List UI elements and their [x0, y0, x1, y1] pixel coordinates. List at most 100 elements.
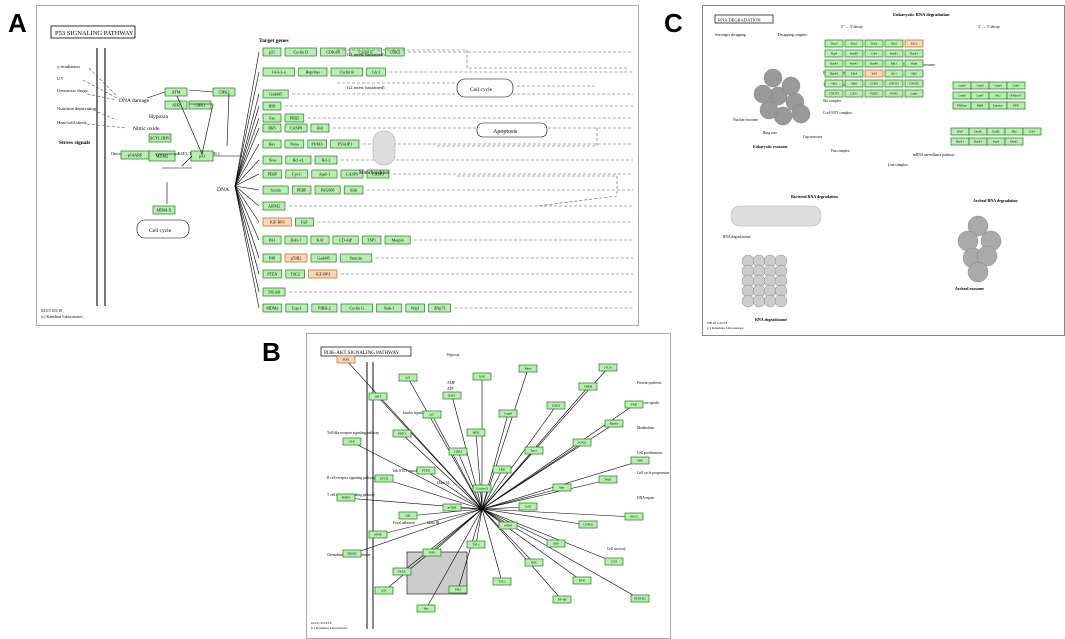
gene-box[interactable]	[285, 155, 312, 165]
gene-box[interactable]	[376, 303, 403, 313]
gene-node[interactable]: Lsm5	[1006, 81, 1026, 90]
gene-node[interactable]: Cyclin E	[349, 47, 382, 57]
gene-node[interactable]: Bax	[262, 139, 282, 149]
gene-node[interactable]: B99	[262, 101, 282, 111]
gene-box[interactable]	[405, 303, 425, 313]
gene-node[interactable]: Dcp2	[864, 39, 884, 48]
gene-node[interactable]: Rrp43	[824, 59, 844, 68]
gene-node[interactable]: Rac1	[524, 446, 544, 455]
gene-node[interactable]: PTEN	[416, 466, 436, 475]
gene-node[interactable]: Cdc2	[366, 67, 386, 77]
gene-box[interactable]	[518, 364, 538, 373]
gene-node[interactable]: Grb2	[518, 502, 538, 511]
gene-node[interactable]: Raf-1	[442, 391, 462, 400]
gene-box[interactable]	[385, 47, 405, 57]
gene-box[interactable]	[366, 169, 390, 179]
gene-box[interactable]	[884, 69, 904, 78]
gene-node[interactable]: Bid	[310, 123, 330, 133]
gene-box[interactable]	[844, 89, 864, 98]
gene-box[interactable]	[285, 169, 309, 179]
gene-box[interactable]	[398, 373, 418, 382]
gene-node[interactable]: Rrp4	[824, 49, 844, 58]
gene-box[interactable]	[262, 123, 282, 133]
gene-box[interactable]	[572, 438, 592, 447]
gene-node[interactable]: KAI	[310, 235, 330, 245]
gene-box[interactable]	[1006, 91, 1026, 100]
gene-box[interactable]	[824, 79, 844, 88]
gene-node[interactable]: ΔNp73	[428, 303, 451, 313]
gene-node[interactable]: 14-3-3-σ	[262, 67, 295, 77]
gene-box[interactable]	[330, 67, 363, 77]
gene-node[interactable]: CCND1	[578, 520, 598, 529]
gene-node[interactable]: PIP3	[422, 548, 442, 557]
gene-box[interactable]	[844, 39, 864, 48]
gene-node[interactable]: TSC2	[492, 577, 512, 586]
gene-box[interactable]	[262, 169, 283, 179]
gene-box[interactable]	[332, 235, 359, 245]
gene-box[interactable]	[148, 133, 172, 143]
gene-node[interactable]: RhlB	[970, 101, 990, 110]
gene-box[interactable]	[262, 185, 289, 195]
gene-node[interactable]: DnaK	[968, 127, 988, 136]
gene-box[interactable]	[416, 466, 436, 475]
gene-node[interactable]: PP2A	[392, 567, 412, 576]
gene-box[interactable]	[524, 558, 544, 567]
gene-node[interactable]: ERK	[492, 465, 512, 474]
gene-box[interactable]	[864, 69, 884, 78]
gene-node[interactable]: Bcl-xL	[285, 155, 312, 165]
gene-box[interactable]	[546, 401, 566, 410]
gene-box[interactable]	[598, 475, 618, 484]
gene-box[interactable]	[314, 155, 338, 165]
gene-node[interactable]: Pat1	[988, 91, 1008, 100]
gene-box[interactable]	[340, 169, 364, 179]
gene-node[interactable]: Gβγ	[398, 511, 418, 520]
gene-node[interactable]: Siah	[343, 185, 364, 195]
gene-box[interactable]	[284, 235, 308, 245]
gene-node[interactable]: PI3K	[336, 355, 356, 364]
gene-box[interactable]	[864, 39, 884, 48]
gene-box[interactable]	[343, 185, 364, 195]
gene-node[interactable]: Siva	[262, 155, 283, 165]
cell-cycle-node-2[interactable]	[136, 219, 190, 239]
gene-node[interactable]: PIRH-2	[311, 303, 338, 313]
gene-node[interactable]: PIDD	[284, 113, 305, 123]
gene-node[interactable]: Lsm3	[970, 81, 990, 90]
gene-node[interactable]: RTK	[572, 576, 592, 585]
gene-node[interactable]: CHK1	[188, 100, 212, 110]
gene-node[interactable]: Ski2	[904, 69, 924, 78]
gene-box[interactable]	[844, 79, 864, 88]
gene-node[interactable]: Csl4	[864, 49, 884, 58]
gene-box[interactable]	[498, 409, 518, 418]
gene-box[interactable]	[262, 113, 282, 123]
gene-node[interactable]: Ski3	[824, 79, 844, 88]
gene-box[interactable]	[152, 205, 176, 215]
gene-box[interactable]	[311, 169, 338, 179]
gene-node[interactable]: MDM2	[262, 303, 283, 313]
gene-node[interactable]: PPK	[1006, 101, 1026, 110]
gene-node[interactable]: GPCR	[374, 474, 394, 483]
gene-box[interactable]	[604, 419, 624, 428]
gene-box[interactable]	[307, 139, 327, 149]
gene-box[interactable]	[824, 69, 844, 78]
gene-box[interactable]	[336, 355, 356, 364]
gene-node[interactable]: PERP	[291, 185, 312, 195]
gene-box[interactable]	[262, 67, 295, 77]
gene-box[interactable]	[330, 139, 360, 149]
gene-box[interactable]	[448, 447, 468, 456]
gene-node[interactable]: PUMA	[307, 139, 327, 149]
gene-node[interactable]: PFKFB2	[630, 594, 650, 603]
gene-node[interactable]: Cop-1	[285, 303, 309, 313]
gene-node[interactable]: Reprimo	[298, 67, 328, 77]
gene-node[interactable]: BAD	[598, 475, 618, 484]
gene-box[interactable]	[630, 594, 650, 603]
gene-box[interactable]	[884, 79, 904, 88]
gene-node[interactable]: Trf4	[864, 69, 884, 78]
gene-node[interactable]: Cyclin G	[340, 303, 373, 313]
gene-node[interactable]: CNOT3	[824, 89, 844, 98]
gene-node[interactable]: Csl4	[1022, 127, 1042, 136]
gene-node[interactable]: S6K	[630, 456, 650, 465]
gene-node[interactable]: Lsm2	[952, 81, 972, 90]
gene-node[interactable]: SOS	[546, 539, 566, 548]
gene-box[interactable]	[1022, 127, 1042, 136]
gene-node[interactable]: FAK	[624, 400, 644, 409]
